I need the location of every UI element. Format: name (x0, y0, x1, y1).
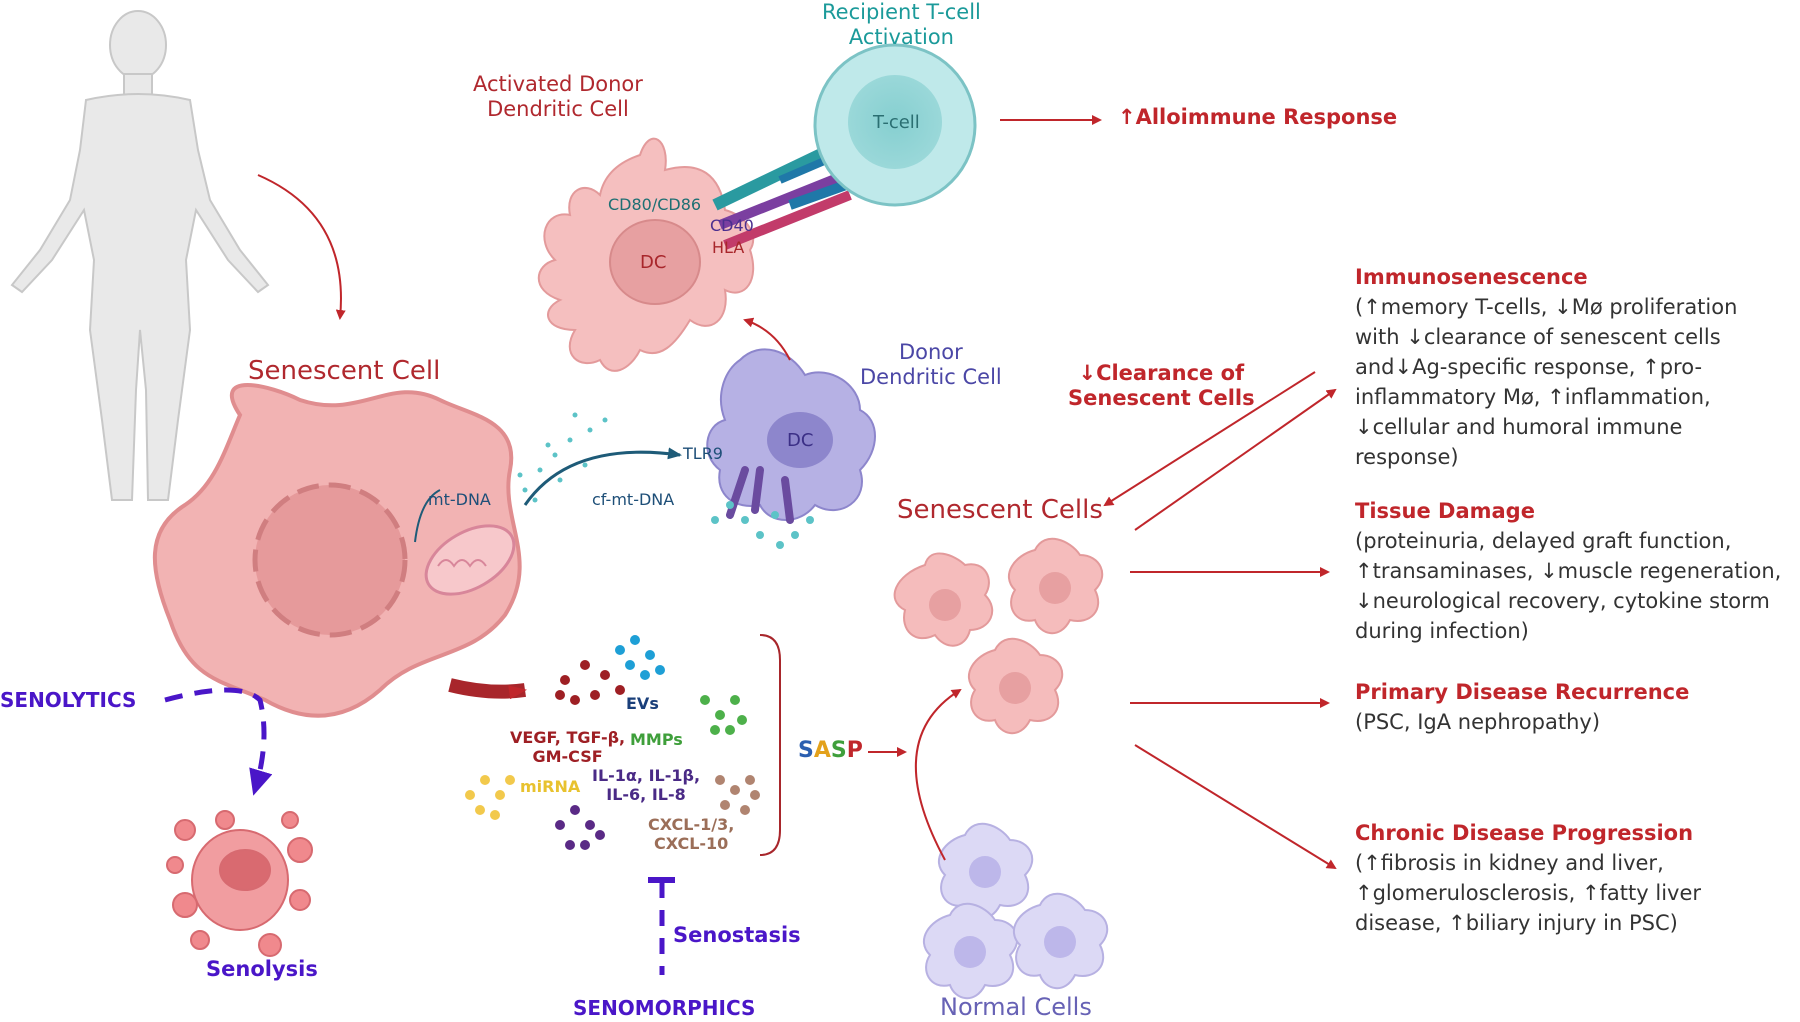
immunosenescence-block: Immunosenescence (↑memory T-cells, ↓Mø p… (1355, 262, 1737, 472)
tissue-damage-line: during infection) (1355, 619, 1529, 643)
recurrence-line: (PSC, IgA nephropathy) (1355, 710, 1601, 734)
recurrence-title: Primary Disease Recurrence (1355, 680, 1690, 704)
immunosenescence-line: ↓cellular and humoral immune (1355, 415, 1683, 439)
progression-arrow (1134, 744, 1337, 870)
tissue-damage-block: Tissue Damage (proteinuria, delayed graf… (1355, 496, 1781, 646)
dc-label-activated: DC (640, 252, 667, 273)
t-cell-label: T-cell (873, 112, 920, 133)
recurrence-block: Primary Disease Recurrence (PSC, IgA nep… (1355, 677, 1689, 737)
donor-dc-dots (711, 501, 814, 549)
progression-block: Chronic Disease Progression (↑fibrosis i… (1355, 818, 1701, 938)
immunosenescence-title: Immunosenescence (1355, 265, 1588, 289)
receptor-pairs (712, 139, 862, 250)
clearance-label: ↓Clearance of Senescent Cells (1068, 361, 1255, 411)
dc-activation-arrow (743, 317, 791, 361)
tissue-damage-line: ↑transaminases, ↓muscle regeneration, (1355, 559, 1782, 583)
normal-cells-title: Normal Cells (940, 993, 1092, 1021)
immunosenescence-line: and↓Ag-specific response, ↑pro- (1355, 355, 1703, 379)
senomorphics-label: SENOMORPHICS (573, 996, 756, 1020)
cxcl-label: CXCL-1/3, CXCL-10 (648, 815, 735, 854)
immunosenescence-line: inflammatory Mø, ↑inflammation, (1355, 385, 1711, 409)
activated-dc-label: Activated Donor Dendritic Cell (473, 72, 643, 122)
senostasis-label: Senostasis (673, 923, 801, 947)
senolytics-label: SENOLYTICS (0, 688, 137, 712)
cf-mt-dna-dots (517, 412, 608, 503)
mt-dna-label: mt-DNA (428, 490, 491, 509)
normal-to-senescent-arrow (914, 688, 962, 861)
cf-mt-dna-label: cf-mt-DNA (592, 490, 675, 509)
t-cell-shape (813, 43, 977, 207)
cd40-label: CD40 (710, 216, 754, 235)
senolysis-label: Senolysis (206, 957, 318, 981)
senescent-cell-title: Senescent Cell (248, 356, 441, 386)
immunosenescence-line: with ↓clearance of senescent cells (1355, 325, 1721, 349)
human-figure-icon (10, 10, 270, 501)
sasp-bracket (759, 634, 781, 856)
progression-line: ↑glomerulosclerosis, ↑fatty liver (1355, 881, 1702, 905)
vegf-label: VEGF, TGF-β, GM-CSF (510, 728, 626, 767)
senolysis-debris-shape (166, 810, 313, 957)
immunosenescence-line: (↑memory T-cells, ↓Mø proliferation (1355, 295, 1738, 319)
normal-cells-cluster (923, 822, 1109, 1000)
mirna-label: miRNA (520, 777, 581, 796)
senescent-cells-cluster (893, 537, 1104, 735)
tissue-damage-title: Tissue Damage (1355, 499, 1535, 523)
immunosenescence-line: response) (1355, 445, 1459, 469)
tissue-damage-line: ↓neurological recovery, cytokine storm (1355, 589, 1770, 613)
evs-label: EVs (626, 694, 659, 713)
cf-mt-dna-arrow (523, 447, 682, 506)
hla-label: HLA (712, 238, 745, 257)
senescent-cells-title: Senescent Cells (897, 495, 1103, 525)
progression-title: Chronic Disease Progression (1355, 821, 1694, 845)
donor-dc-label: Donor Dendritic Cell (860, 340, 1002, 390)
progression-line: disease, ↑biliary injury in PSC) (1355, 911, 1678, 935)
sasp-release-arrow (448, 678, 527, 700)
tcell-activation-label: Recipient T-cell Activation (822, 0, 981, 50)
il-label: IL-1α, IL-1β, IL-6, IL-8 (592, 766, 701, 805)
senolytics-arrow (164, 687, 273, 796)
clearance-arrow (1103, 371, 1316, 507)
donor-dendritic-cell-shape (706, 348, 876, 524)
activated-dendritic-cell-shape (537, 137, 755, 372)
immunosenescence-arrow (1134, 388, 1337, 531)
mt-dna-arrow (414, 489, 441, 543)
alloimmune-response-label: ↑Alloimmune Response (1118, 105, 1398, 129)
senescent-cell-shape (152, 383, 522, 718)
sasp-factor-dots (465, 635, 760, 850)
mmps-label: MMPs (630, 730, 683, 749)
tissue-damage-line: (proteinuria, delayed graft function, (1355, 529, 1732, 553)
cd80-label: CD80/CD86 (608, 195, 702, 214)
sasp-label: SASP (798, 738, 863, 763)
human-to-cell-arrow (257, 174, 346, 320)
tlr9-label: TLR9 (683, 444, 723, 463)
dc-label-donor: DC (787, 430, 814, 451)
progression-line: (↑fibrosis in kidney and liver, (1355, 851, 1664, 875)
